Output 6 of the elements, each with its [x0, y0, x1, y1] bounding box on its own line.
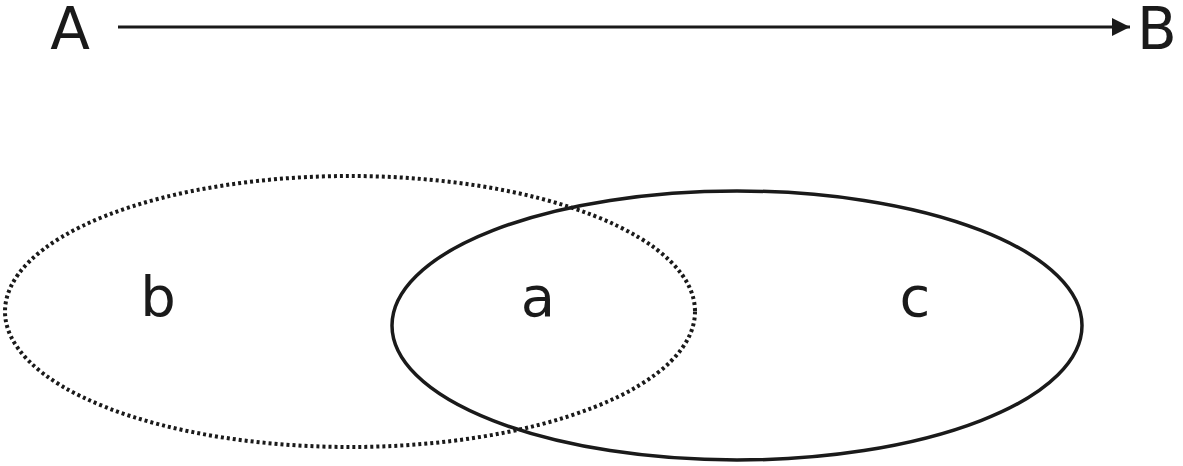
point-label: B	[1133, 0, 1181, 58]
set-label: c	[899, 269, 931, 325]
set-label: b	[140, 269, 176, 325]
arrow	[118, 18, 1130, 36]
set-label: a	[520, 269, 556, 325]
point-label: A	[40, 0, 100, 58]
